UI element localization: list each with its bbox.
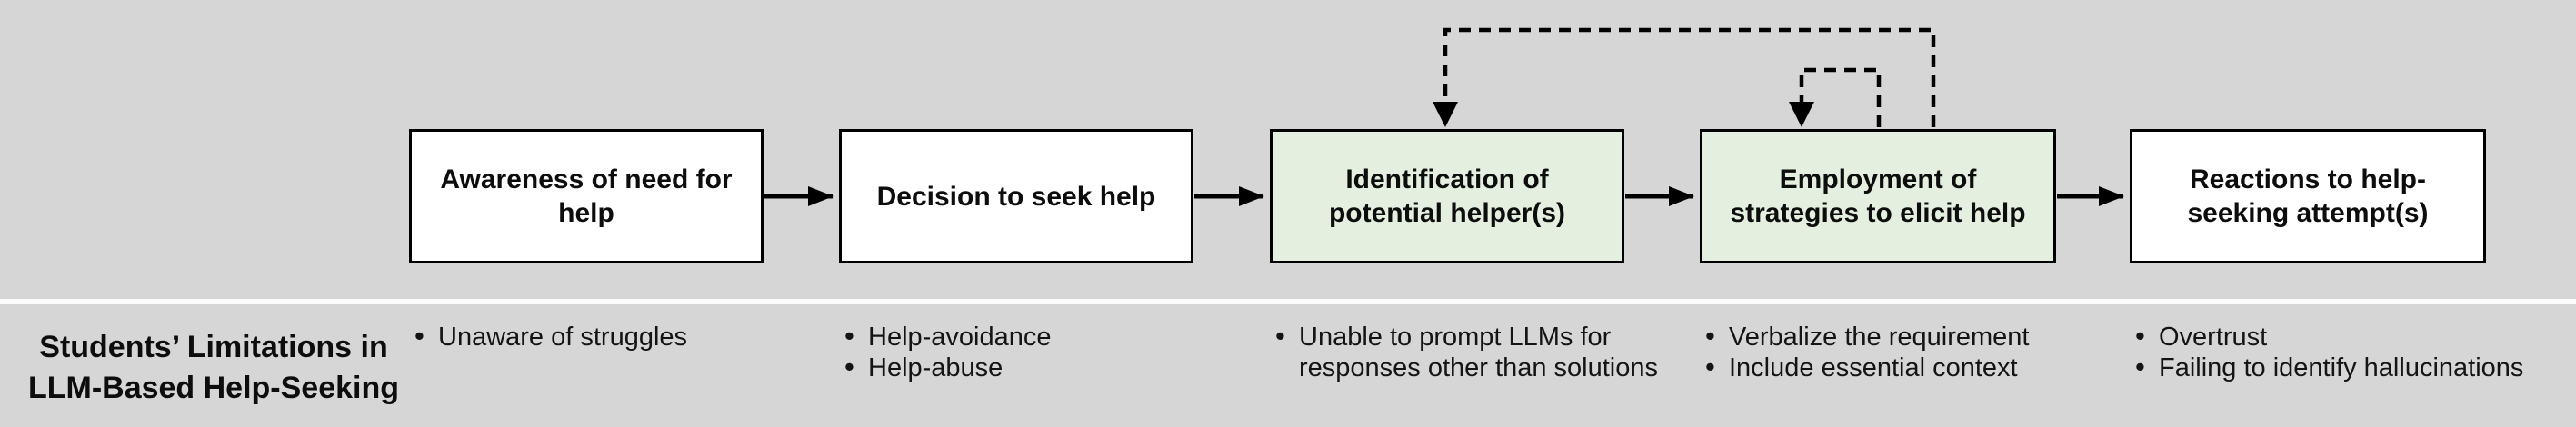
stage-box-reactions: Reactions to help- seeking attempt(s) [2130, 129, 2486, 263]
stage-box-awareness: Awareness of need for help [409, 129, 764, 263]
limitations-list-employment: Verbalize the requirement Include essent… [1703, 321, 2122, 383]
limitations-row-label: Students’ Limitations in LLM-Based Help-… [27, 330, 400, 405]
feedback-loop-long-arrowhead [1433, 102, 1458, 127]
stage-box-employment: Employment of strategies to elicit help [1700, 129, 2056, 263]
feedback-loop-self [1799, 67, 1882, 127]
band-separator [0, 299, 2576, 304]
stage-box-identification: Identification of potential helper(s) [1270, 129, 1624, 263]
stage-box-decision: Decision to seek help [839, 129, 1193, 263]
limitations-list-decision: Help-avoidance Help-abuse [843, 321, 1261, 383]
list-item: Failing to identify hallucinations [2133, 352, 2570, 383]
list-item: Overtrust [2133, 321, 2570, 353]
limitations-list-reactions: Overtrust Failing to identify hallucinat… [2133, 321, 2570, 383]
list-item: Unaware of struggles [413, 321, 831, 353]
feedback-loop-self-arrowhead [1789, 102, 1814, 127]
stage-label-employment: Employment of strategies to elicit help [1730, 164, 2026, 228]
stage-label-decision: Decision to seek help [876, 181, 1156, 212]
limitations-list-awareness: Unaware of struggles [413, 321, 831, 353]
limitations-list-identification: Unable to prompt LLMs for responses othe… [1273, 321, 1692, 383]
list-item: Unable to prompt LLMs for responses othe… [1273, 321, 1692, 383]
list-item: Help-abuse [843, 352, 1261, 383]
list-item: Include essential context [1703, 352, 2122, 383]
stage-label-awareness: Awareness of need for help [440, 164, 733, 228]
stage-label-identification: Identification of potential helper(s) [1328, 164, 1566, 228]
list-item: Verbalize the requirement [1703, 321, 2122, 353]
stage-label-reactions: Reactions to help- seeking attempt(s) [2187, 164, 2429, 228]
list-item: Help-avoidance [843, 321, 1261, 353]
feedback-loop-long [1443, 27, 1936, 127]
